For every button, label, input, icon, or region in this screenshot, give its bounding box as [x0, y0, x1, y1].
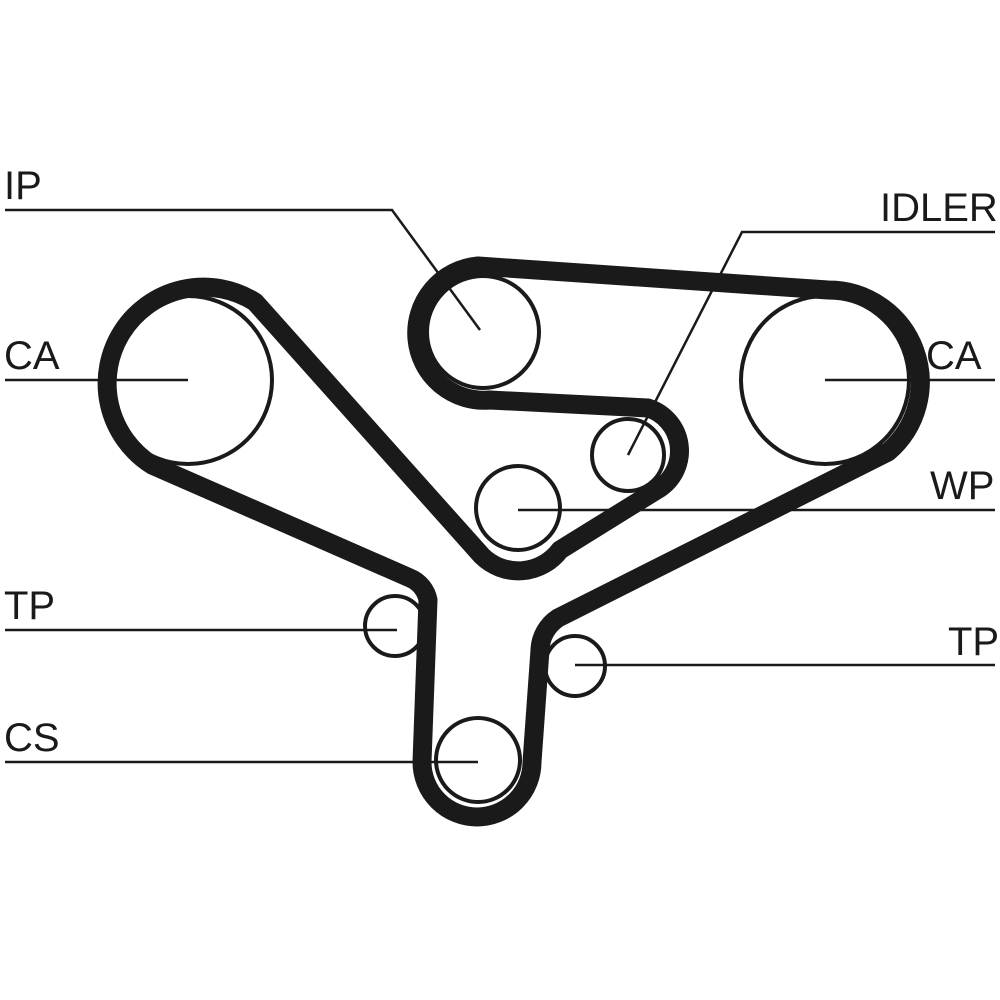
- timing-belt: [97, 256, 930, 827]
- label-tp-left: TP: [4, 584, 56, 628]
- pulley-ip: [425, 274, 541, 390]
- leader-idler: [626, 230, 995, 456]
- label-ca-right: CA: [926, 334, 982, 378]
- label-tp-right: TP: [948, 620, 1000, 664]
- pulley-idler: [590, 417, 666, 493]
- label-cs: CS: [4, 716, 60, 760]
- leader-ip: [5, 208, 482, 331]
- label-ca-left: CA: [4, 334, 60, 378]
- pulley-tp-left: [363, 594, 427, 658]
- label-ip: IP: [4, 164, 42, 208]
- label-idler: IDLER: [880, 186, 998, 230]
- pulley-cs: [434, 716, 522, 804]
- pulley-wp: [474, 464, 562, 552]
- label-wp: WP: [930, 464, 995, 508]
